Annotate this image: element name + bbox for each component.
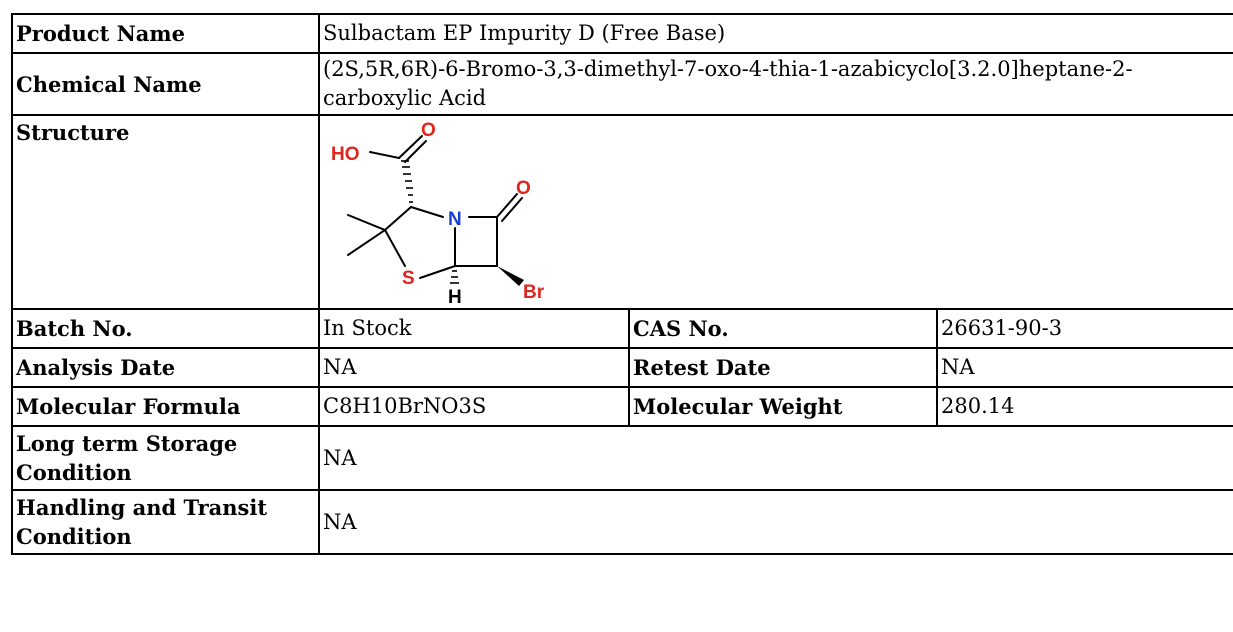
bond-methyl-a — [347, 214, 386, 231]
handling-condition-value: NA — [317, 489, 1233, 555]
storage-condition-label: Long term Storage Condition — [11, 425, 320, 491]
bond-s-c5 — [419, 265, 456, 279]
chemical-name-label: Chemical Name — [11, 52, 320, 116]
row-handling-condition: Handling and Transit Condition NA — [11, 489, 1233, 555]
bond-c7-o-b — [501, 197, 523, 222]
solid-wedge-c6-br — [497, 266, 524, 286]
batch-no-value: In Stock — [318, 308, 630, 349]
bond-c2-c3 — [384, 206, 412, 231]
row-structure: Structure — [11, 114, 1233, 310]
batch-no-label: Batch No. — [11, 308, 320, 349]
analysis-date-label: Analysis Date — [11, 347, 320, 388]
analysis-date-value: NA — [318, 347, 630, 388]
retest-date-label: Retest Date — [628, 347, 938, 388]
retest-date-value: NA — [935, 347, 1233, 388]
cas-no-value: 26631-90-3 — [935, 308, 1233, 349]
chemical-structure-image: HO O O N S H Br — [323, 118, 583, 308]
chemical-name-value: (2S,5R,6R)-6-Bromo-3,3-dimethyl-7-oxo-4-… — [317, 52, 1233, 116]
molecular-weight-value: 280.14 — [935, 386, 1233, 427]
hashed-wedge-c2-carboxyl — [401, 160, 413, 203]
bond-c-o-double-a — [398, 135, 423, 159]
row-formula-weight: Molecular Formula C8H10BrNO3S Molecular … — [11, 386, 1233, 427]
structure-cell: HO O O N S H Br — [317, 114, 1233, 310]
row-storage-condition: Long term Storage Condition NA — [11, 425, 1233, 491]
row-analysis-retest: Analysis Date NA Retest Date NA — [11, 347, 1233, 388]
molecular-weight-label: Molecular Weight — [628, 386, 938, 427]
atom-label-oxygen-acid: O — [421, 120, 436, 141]
molecular-formula-value: C8H10BrNO3S — [318, 386, 630, 427]
bond-c-o-double-b — [404, 140, 427, 163]
bond-c2-n — [410, 206, 444, 218]
atom-label-hydroxyl: HO — [331, 144, 360, 165]
bond-methyl-b — [347, 229, 386, 256]
bond-c3-s — [384, 229, 406, 267]
product-name-value: Sulbactam EP Impurity D (Free Base) — [317, 13, 1233, 54]
atom-label-sulfur: S — [402, 268, 415, 289]
bond-c7-o-a — [496, 193, 518, 218]
bond-ho-c — [369, 151, 400, 159]
atom-label-bromine: Br — [523, 282, 545, 303]
cas-no-label: CAS No. — [628, 308, 938, 349]
storage-condition-value: NA — [317, 425, 1233, 491]
molecular-formula-label: Molecular Formula — [11, 386, 320, 427]
chemical-structure-drawing: HO O O N S H Br — [331, 120, 545, 308]
structure-label: Structure — [11, 114, 320, 310]
product-spec-table: Product Name Sulbactam EP Impurity D (Fr… — [11, 13, 1233, 555]
atom-label-oxygen-lactam: O — [516, 178, 531, 199]
row-chemical-name: Chemical Name (2S,5R,6R)-6-Bromo-3,3-dim… — [11, 52, 1233, 116]
atom-label-nitrogen: N — [448, 209, 462, 230]
row-product-name: Product Name Sulbactam EP Impurity D (Fr… — [11, 13, 1233, 54]
product-name-label: Product Name — [11, 13, 320, 54]
hashed-wedge-c5-h — [450, 270, 459, 284]
handling-condition-label: Handling and Transit Condition — [11, 489, 320, 555]
atom-label-hydrogen: H — [448, 287, 462, 308]
row-batch-cas: Batch No. In Stock CAS No. 26631-90-3 — [11, 308, 1233, 349]
